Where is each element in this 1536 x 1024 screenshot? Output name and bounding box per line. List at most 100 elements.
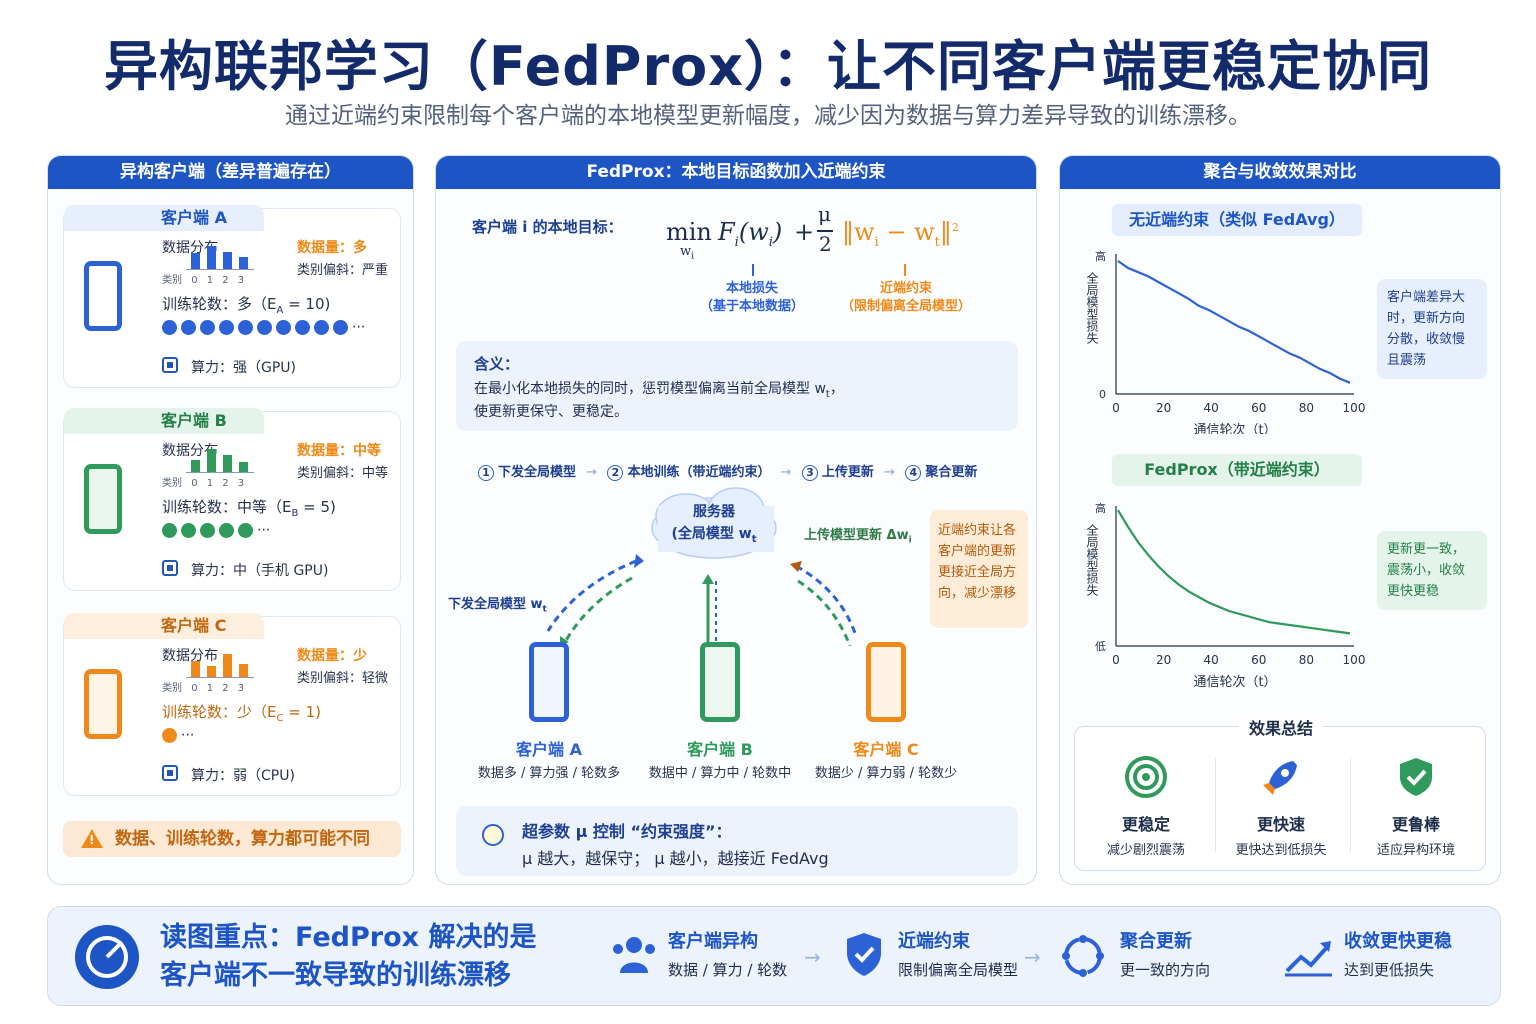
takeaway-item-title: 近端约束 xyxy=(898,931,970,952)
epochs-value: = 10) xyxy=(283,295,331,313)
device-b-name: 客户端 B xyxy=(687,740,753,759)
summary-label: 更鲁棒 xyxy=(1391,815,1440,834)
mu-hint-box: 超参数 μ 控制 “约束强度”： μ 越大，越保守； μ 越小，越接近 FedA… xyxy=(456,806,1018,876)
data-amount: 数据量：中等 xyxy=(297,443,381,459)
upload-label-text: 上传模型更新 Δw xyxy=(804,528,909,543)
step-number: 3 xyxy=(801,465,818,481)
y-axis-label: 全局模型损失 xyxy=(1085,271,1099,344)
category-label: 类别 xyxy=(162,478,182,489)
more-ellipsis: ··· xyxy=(181,727,195,744)
chip-icon xyxy=(162,560,178,576)
client-name: 客户端 A xyxy=(64,205,264,231)
device-a-desc: 数据多 / 算力强 / 轮数多 xyxy=(477,766,621,781)
meaning-box: 含义： 在最小化本地损失的同时，惩罚模型偏离当前全局模型 wt， 使更新更保守、… xyxy=(456,341,1018,431)
formula-f-sub: i xyxy=(734,234,739,250)
fraction-bar xyxy=(817,230,833,232)
x-tick-label: 20 xyxy=(1156,401,1171,415)
prox-label: 近端约束（限制偏离全局模型） xyxy=(826,280,986,316)
summary-divider xyxy=(1215,757,1216,852)
distribution-bar xyxy=(191,661,200,677)
class-skew: 类别偏斜：轻微 xyxy=(297,671,389,686)
panel-title: FedProx：本地目标函数加入近端约束 xyxy=(436,156,1036,189)
summary-title: 效果总结 xyxy=(1238,719,1323,738)
more-ellipsis: ··· xyxy=(257,522,271,539)
takeaway-bar: 读图重点：FedProx 解决的是 客户端不一致导致的训练漂移 客户端异构数据 … xyxy=(47,906,1501,1006)
epoch-dot xyxy=(181,320,196,335)
x-tick-label: 20 xyxy=(1156,653,1171,667)
phone-icon xyxy=(84,464,122,534)
phone-icon xyxy=(84,261,122,331)
server-title: 服务器 xyxy=(693,504,735,520)
prox-open: ‖w xyxy=(842,218,875,246)
takeaway-line1: 读图重点：FedProx 解决的是 xyxy=(160,922,537,953)
summary-label: 更稳定 xyxy=(1121,815,1170,834)
summary-desc: 减少剧烈震荡 xyxy=(1106,843,1185,858)
formula-f-w: w xyxy=(748,218,769,246)
takeaway-item-desc: 达到更低损失 xyxy=(1344,961,1435,979)
tick-labels: 类别 0 1 2 3 xyxy=(162,474,244,489)
epoch-dot xyxy=(333,320,348,335)
effect-summary: 效果总结 更稳定 减少剧烈震荡 更快速 更快达到低损失 更鲁棒 适应异构环境 xyxy=(1074,719,1486,871)
y-tick-label: 高 xyxy=(1095,249,1106,263)
takeaway-aggregation: 聚合更新更一致的方向 xyxy=(1120,927,1210,980)
prox-i: i xyxy=(874,234,879,250)
formula-f: Fi(wi) xyxy=(718,218,783,250)
device-b-icon xyxy=(700,642,740,722)
formula-f-wsub: i xyxy=(768,234,773,250)
download-arrow-left xyxy=(546,554,644,632)
x-axis-label: 通信轮次（t） xyxy=(1193,674,1276,690)
takeaway-proximal: 近端约束限制偏离全局模型 xyxy=(898,927,1018,980)
prox-title: 近端约束 xyxy=(879,281,932,296)
sync-icon xyxy=(1062,935,1104,977)
category-label: 类别 xyxy=(162,683,182,694)
proximal-term: ‖wi − wt‖2 xyxy=(842,218,959,250)
x-tick-label: 40 xyxy=(1204,401,1219,415)
distribution-bar xyxy=(207,246,216,269)
epoch-dot xyxy=(200,523,215,538)
trend-up-icon xyxy=(1285,941,1332,977)
distribution-bars xyxy=(189,243,255,269)
formula-i: i xyxy=(691,251,695,262)
tick-labels: 类别 0 1 2 3 xyxy=(162,271,244,286)
upload-arrow-right xyxy=(797,579,852,647)
summary-title-wrap: 效果总结 xyxy=(1075,715,1487,739)
epoch-dot xyxy=(162,320,177,335)
upload-label: 上传模型更新 Δwi xyxy=(804,524,912,546)
compass-icon xyxy=(75,925,139,989)
bars-baseline xyxy=(186,472,254,473)
formula-two: 2 xyxy=(819,232,832,256)
client-card-b: 客户端 B 数据分布 数据量：中等 类别偏斜：中等 类别 0 1 2 3 训练轮… xyxy=(63,408,401,591)
upload-arrow-left xyxy=(562,576,633,645)
distribution-bar xyxy=(239,257,248,269)
distribution-bar xyxy=(239,664,248,677)
epochs-label: 训练轮数：多（EA = 10) xyxy=(162,293,330,316)
takeaway-item-title: 客户端异构 xyxy=(668,931,758,952)
device-c-icon xyxy=(866,642,906,722)
epochs-text: 训练轮数：多（E xyxy=(162,295,277,313)
epochs-subscript: C xyxy=(276,713,284,724)
local-loss-desc: （基于本地数据） xyxy=(699,299,804,314)
step-label: 本地训练（带近端约束） xyxy=(627,465,771,480)
cloud-icon xyxy=(651,487,777,559)
epoch-dot xyxy=(238,320,253,335)
formula-mu: μ xyxy=(818,202,831,226)
server-label: 服务器 (全局模型 wt xyxy=(654,501,774,551)
x-tick-label: 60 xyxy=(1251,653,1266,667)
meaning-line1-end: ， xyxy=(829,381,844,397)
epoch-dot xyxy=(162,728,177,743)
chip-icon xyxy=(162,765,178,781)
epoch-dots: ··· xyxy=(162,317,365,336)
takeaway-item-title: 收敛更快更稳 xyxy=(1344,931,1452,952)
epoch-dot xyxy=(181,523,196,538)
download-label: 下发全局模型 wt xyxy=(448,593,547,615)
warning-text: 数据、训练轮数，算力都可能不同 xyxy=(115,829,370,849)
class-skew: 类别偏斜：中等 xyxy=(297,466,389,481)
step-number: 2 xyxy=(607,465,624,481)
epoch-dot xyxy=(295,320,310,335)
phone-icon xyxy=(84,669,122,739)
objective-label: 客户端 i 的本地目标： xyxy=(472,218,623,236)
